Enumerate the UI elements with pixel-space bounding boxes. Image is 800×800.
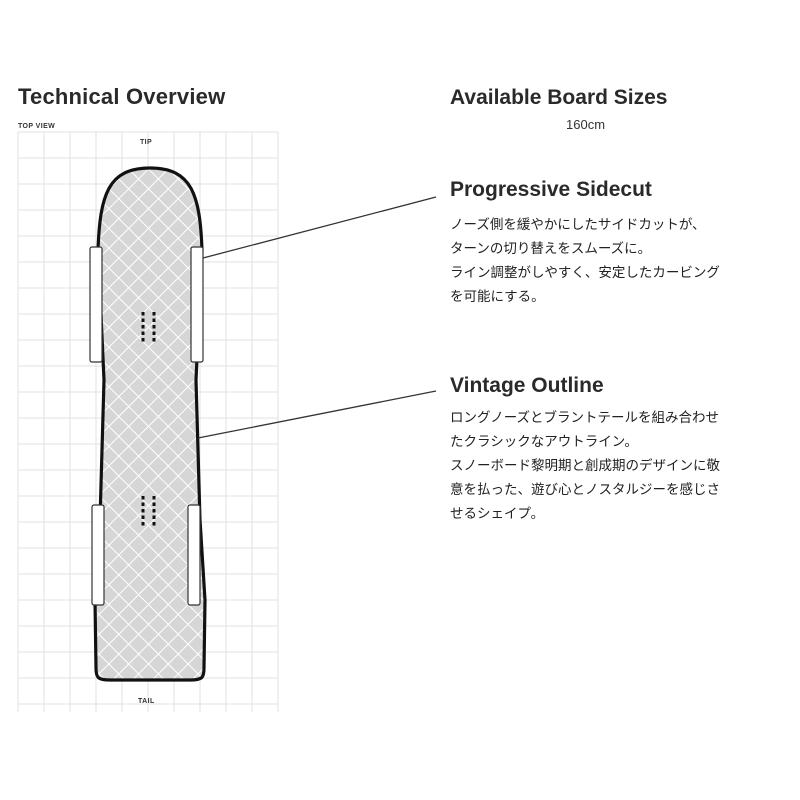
insert-hole <box>152 318 156 322</box>
insert-hole <box>152 522 156 526</box>
tip-label: TIP <box>140 139 153 146</box>
top-view-label: TOP VIEW <box>18 123 56 130</box>
page-title: Technical Overview <box>18 84 226 109</box>
insert-hole <box>141 522 145 526</box>
insert-hole <box>152 496 156 500</box>
insert-hole <box>152 515 156 519</box>
insert-hole <box>152 331 156 335</box>
description-line: たクラシックなアウトライン。 <box>450 434 638 450</box>
description-line: 意を払った、遊び心とノスタルジーを感じさ <box>450 482 720 498</box>
snowboard-shape <box>93 166 207 682</box>
description-line: ターンの切り替えをスムーズに。 <box>450 241 652 257</box>
insert-hole <box>152 325 156 329</box>
tail-label: TAIL <box>138 698 155 705</box>
insert-hole <box>152 509 156 513</box>
sidecut-edge-tabs <box>89 246 204 606</box>
insert-hole <box>152 338 156 342</box>
description-line: を可能にする。 <box>450 289 545 305</box>
description-line: ライン調整がしやすく、安定したカービング <box>450 265 720 281</box>
progressive-sidecut-title: Progressive Sidecut <box>450 178 652 201</box>
insert-hole <box>152 502 156 506</box>
vintage-outline-description: ロングノーズとブラントテールを組み合わせ たクラシックなアウトライン。 スノーボ… <box>450 406 790 526</box>
insert-hole <box>141 496 145 500</box>
description-line: ロングノーズとブラントテールを組み合わせ <box>450 410 720 426</box>
insert-hole <box>141 318 145 322</box>
insert-hole <box>141 325 145 329</box>
description-line: スノーボード黎明期と創成期のデザインに敬 <box>450 458 720 474</box>
sidecut-callout-line <box>202 196 437 259</box>
binding-inserts <box>141 312 156 526</box>
insert-hole <box>152 312 156 316</box>
insert-hole <box>141 338 145 342</box>
callout-lines <box>197 196 437 439</box>
insert-hole <box>141 502 145 506</box>
description-line: せるシェイプ。 <box>450 506 545 522</box>
insert-hole <box>141 312 145 316</box>
insert-hole <box>141 331 145 335</box>
progressive-sidecut-description: ノーズ側を緩やかにしたサイドカットが、 ターンの切り替えをスムーズに。 ライン調… <box>450 213 790 309</box>
vintage-outline-title: Vintage Outline <box>450 374 604 397</box>
insert-hole <box>141 515 145 519</box>
insert-hole <box>141 509 145 513</box>
outline-callout-line <box>197 390 437 439</box>
available-sizes-value: 160cm <box>566 117 606 132</box>
description-line: ノーズ側を緩やかにしたサイドカットが、 <box>450 217 706 233</box>
available-sizes-title: Available Board Sizes <box>450 86 668 109</box>
